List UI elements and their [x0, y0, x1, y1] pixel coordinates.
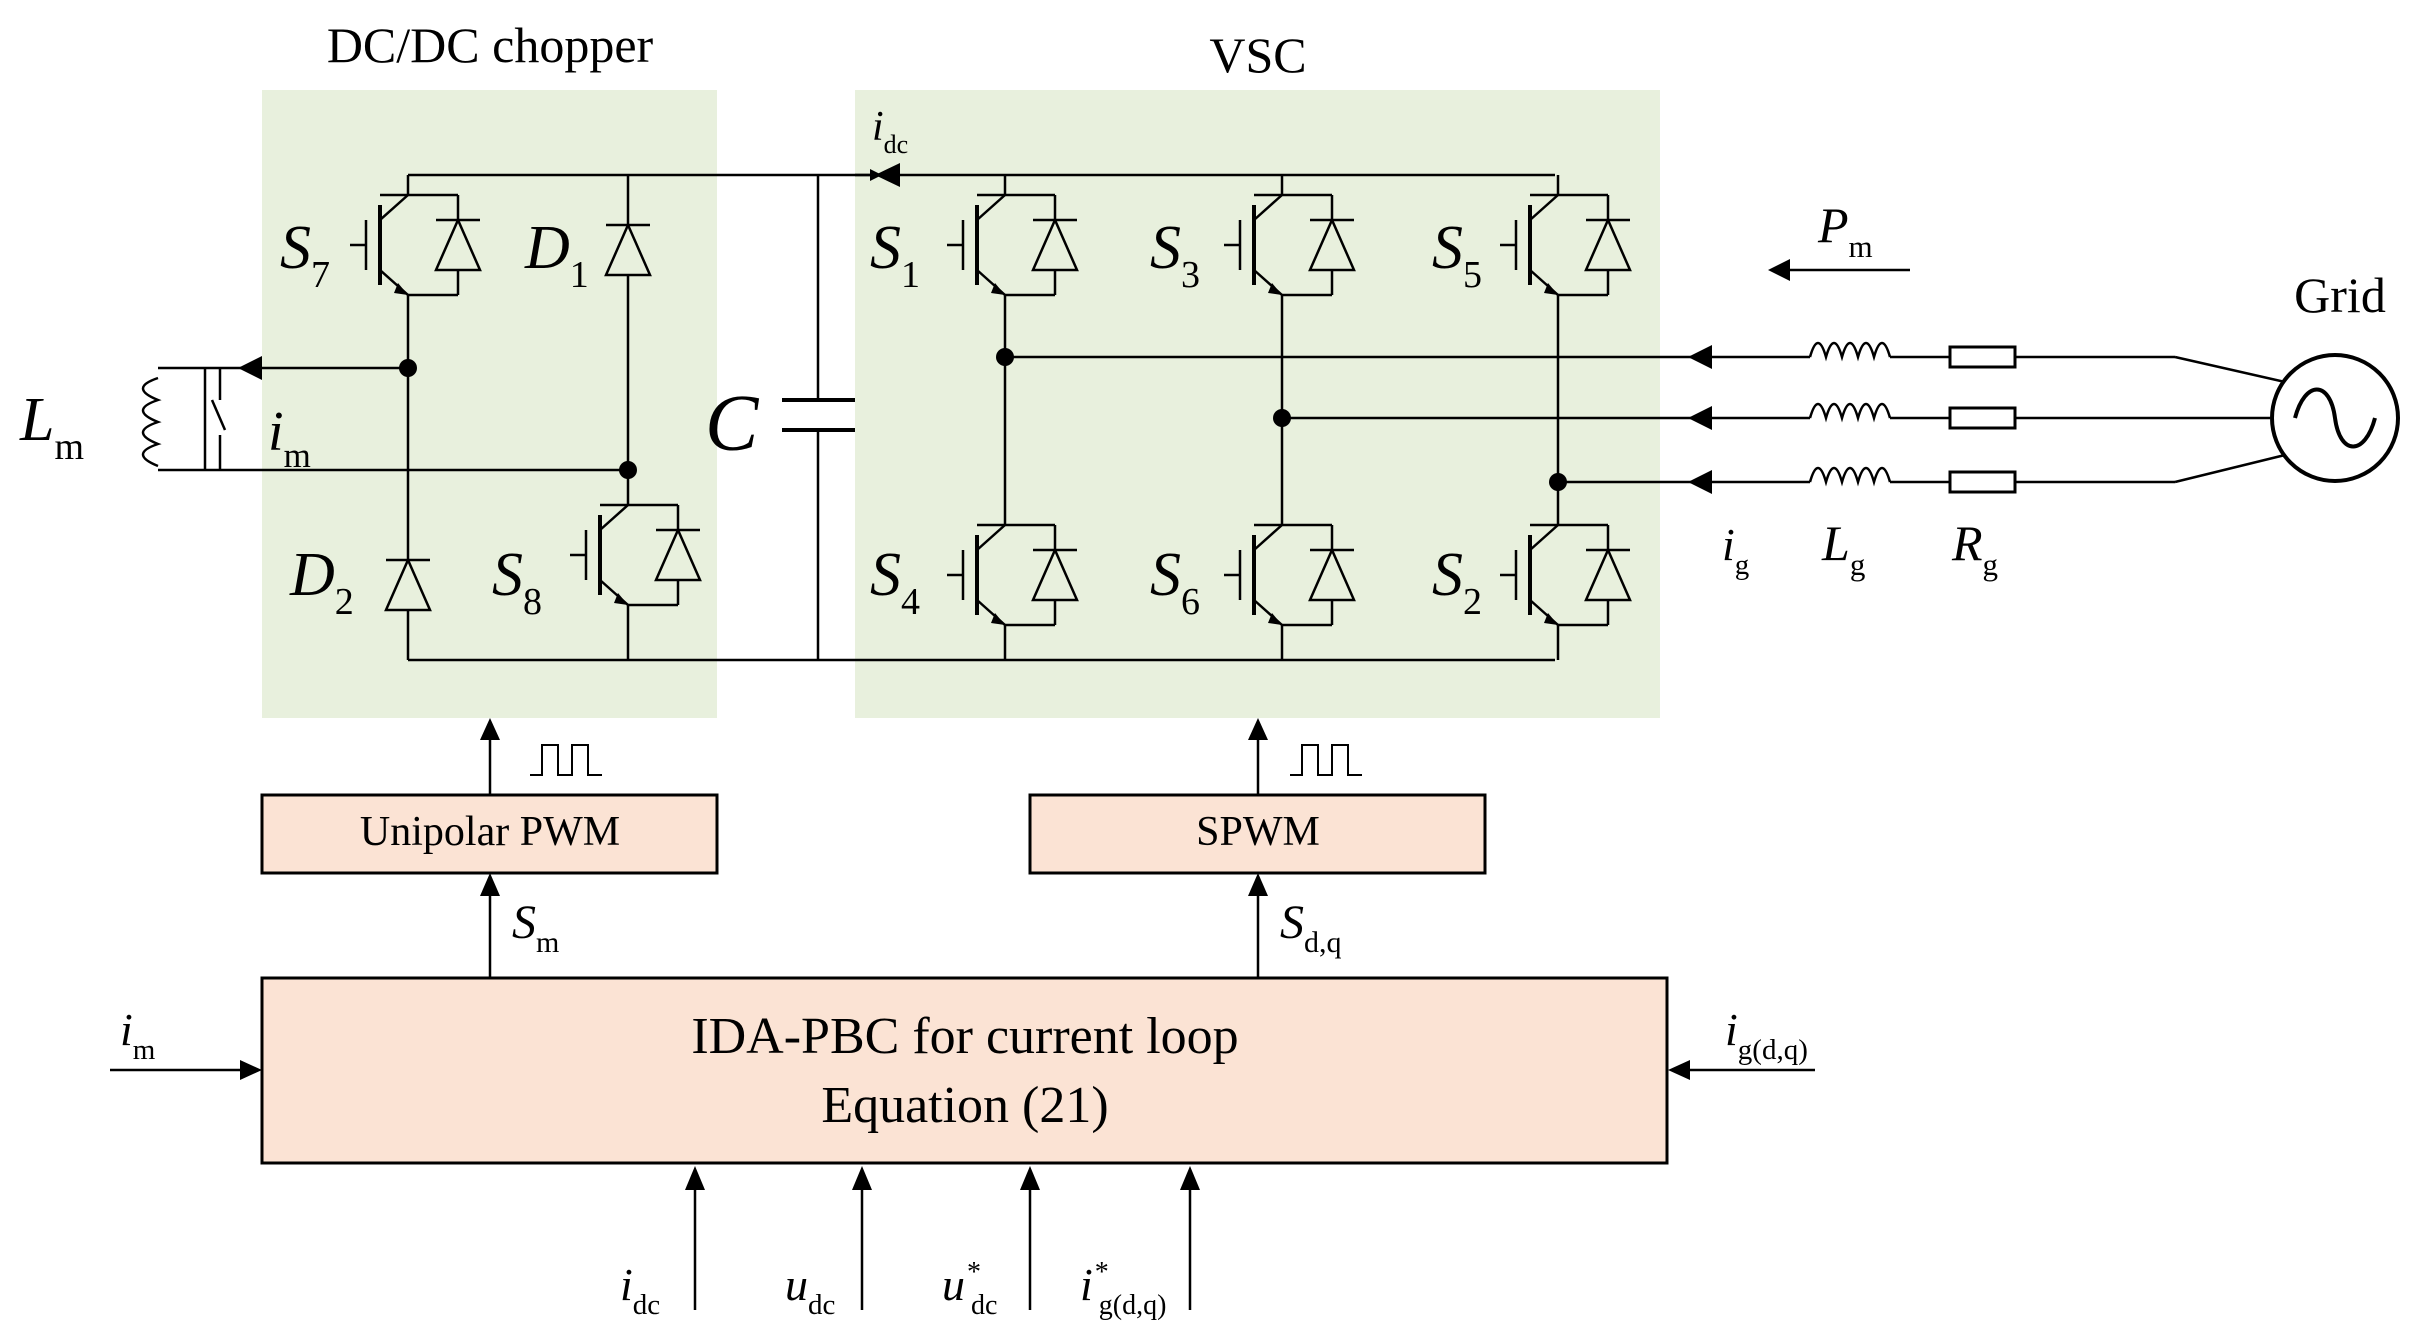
- chopper-title: DC/DC chopper: [327, 17, 654, 73]
- pulse-train-chopper: [529, 744, 603, 776]
- grid-inductor-b: [1808, 402, 1892, 420]
- capacitor-label: C: [705, 380, 760, 468]
- symbol-lg: Lg: [1821, 515, 1865, 582]
- symbol-idc-in: idc: [620, 1259, 660, 1321]
- grid-resistor-c: [1948, 470, 2017, 494]
- sine-icon: [2293, 387, 2377, 449]
- grid-inductor-a: [1808, 341, 1892, 359]
- symbol-igdq-ref: i*g(d,q): [1080, 1257, 1166, 1321]
- symbol-udc-in: udc: [785, 1259, 835, 1321]
- grid-resistor-a: [1948, 345, 2017, 369]
- unipolar-pwm-block: [260, 793, 719, 875]
- symbol-s6: S6: [1150, 541, 1200, 623]
- spwm-label: SPWM: [1196, 809, 1320, 855]
- grid-label: Grid: [2294, 267, 2386, 323]
- symbol-im-in: im: [120, 1004, 156, 1066]
- symbol-s3: S3: [1150, 214, 1200, 296]
- symbol-pm: Pm: [1817, 197, 1873, 264]
- symbol-im-coil: im: [268, 401, 311, 475]
- vsc-panel: [855, 90, 1660, 718]
- symbol-igdq-in: ig(d,q): [1725, 1004, 1808, 1066]
- chopper-panel: [262, 90, 717, 718]
- spwm-block: [1028, 793, 1487, 875]
- symbol-rg: Rg: [1951, 515, 1998, 582]
- symbol-sdq: Sd,q: [1280, 896, 1342, 959]
- coil-lm: [141, 376, 162, 468]
- symbol-s4: S4: [870, 541, 920, 623]
- symbol-ig: ig: [1722, 519, 1749, 581]
- grid-resistor-b: [1948, 406, 2017, 430]
- controller-line2: Equation (21): [821, 1077, 1108, 1134]
- symbol-s7: S7: [280, 214, 330, 296]
- symbol-idc-top: idc: [872, 104, 908, 159]
- symbol-s8: S8: [492, 541, 542, 623]
- symbol-s2: S2: [1432, 541, 1482, 623]
- symbol-lm: Lm: [19, 386, 84, 468]
- grid-inductor-c: [1808, 466, 1892, 484]
- unipolar-pwm-label: Unipolar PWM: [360, 809, 620, 855]
- symbol-udc-ref: u*dc: [942, 1257, 997, 1321]
- symbol-s1: S1: [870, 214, 920, 296]
- vsc-title: VSC: [1209, 27, 1306, 83]
- pulse-train-vsc: [1289, 744, 1363, 776]
- symbol-sm: Sm: [512, 896, 559, 959]
- controller-line1: IDA-PBC for current loop: [691, 1008, 1238, 1065]
- symbol-s5: S5: [1432, 214, 1482, 296]
- symbol-d1: D1: [524, 214, 589, 296]
- symbol-d2: D2: [289, 541, 354, 623]
- controller-block: [260, 976, 1669, 1165]
